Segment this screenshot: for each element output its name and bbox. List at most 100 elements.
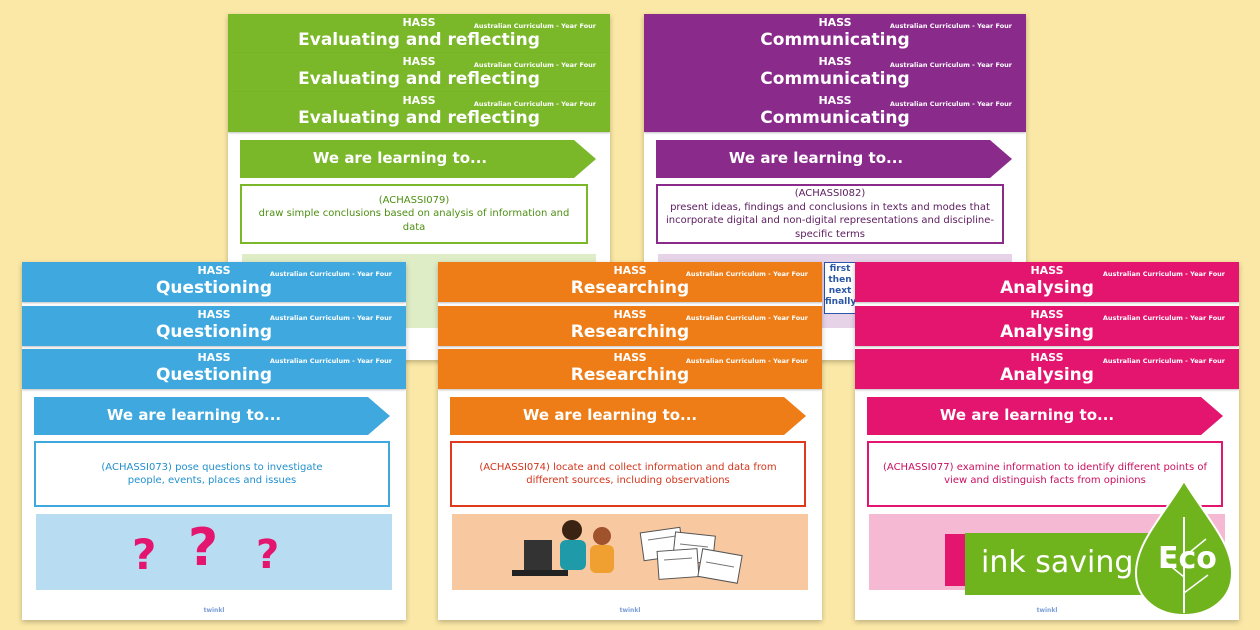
learning-banner-text: We are learning to... (522, 406, 698, 424)
hass-label: HASS (613, 351, 647, 364)
hass-label: HASS (197, 308, 231, 321)
curriculum-label: Australian Curriculum - Year Four (889, 100, 1012, 108)
learning-banner: We are learning to... (450, 397, 806, 435)
learning-banner: We are learning to... (34, 397, 390, 435)
hass-label: HASS (197, 351, 231, 364)
hass-label: HASS (818, 55, 852, 68)
curriculum-label: Australian Curriculum - Year Four (1102, 357, 1225, 365)
hass-label: HASS (818, 94, 852, 107)
image-area: ? ? ? (36, 514, 392, 590)
card-title: Researching (570, 322, 690, 342)
card-title: Evaluating and reflecting (298, 108, 540, 128)
card-title: Analysing (1000, 365, 1094, 385)
ink-saving-label: ink saving (981, 545, 1134, 580)
arrow-banner-shape (656, 140, 1012, 178)
card-title: Communicating (760, 108, 910, 128)
objective-box: (ACHASSI082) present ideas, findings and… (656, 184, 1004, 244)
curriculum-label: Australian Curriculum - Year Four (473, 100, 596, 108)
card-header: HASS Australian Curriculum - Year Four A… (855, 262, 1239, 302)
learning-banner-text: We are learning to... (728, 149, 904, 167)
curriculum-label: Australian Curriculum - Year Four (1102, 270, 1225, 278)
card-title: Analysing (1000, 322, 1094, 342)
hass-label: HASS (1030, 264, 1064, 277)
card-header: HASS Australian Curriculum - Year Four E… (228, 53, 610, 93)
word-finally: finally (825, 297, 857, 307)
card-title: Analysing (1000, 278, 1094, 298)
card-title: Researching (570, 278, 690, 298)
communicating-card: HASS Australian Curriculum - Year Four C… (644, 14, 1026, 360)
arrow-banner-shape (240, 140, 596, 178)
curriculum-label: Australian Curriculum - Year Four (473, 22, 596, 30)
arrow-banner-shape (450, 397, 806, 435)
card-header: HASS Australian Curriculum - Year Four Q… (22, 262, 406, 302)
ink-saving-banner: ink saving (965, 533, 1155, 595)
learning-banner: We are learning to... (867, 397, 1223, 435)
hass-label: HASS (197, 264, 231, 277)
sequence-words-card: first then next finally (824, 262, 856, 314)
hass-label: HASS (402, 94, 436, 107)
card-header: HASS Australian Curriculum - Year Four R… (438, 349, 822, 389)
hass-label: HASS (1030, 308, 1064, 321)
card-title: Evaluating and reflecting (298, 30, 540, 50)
word-then: then (828, 275, 852, 285)
curriculum-label: Australian Curriculum - Year Four (889, 61, 1012, 69)
objective-text: (ACHASSI077) examine information to iden… (883, 461, 1207, 487)
card-header: HASS Australian Curriculum - Year Four A… (855, 306, 1239, 346)
card-title: Questioning (155, 322, 273, 342)
card-header: HASS Australian Curriculum - Year Four Q… (22, 306, 406, 346)
objective-code: (ACHASSI079) (378, 194, 450, 206)
evaluating-card: HASS Australian Curriculum - Year Four E… (228, 14, 610, 360)
objective-box: (ACHASSI079) draw simple conclusions bas… (240, 184, 588, 244)
card-title: Researching (570, 365, 690, 385)
objective-text: draw simple conclusions based on analysi… (258, 208, 570, 233)
card-header: HASS Australian Curriculum - Year Four Q… (22, 349, 406, 389)
hass-label: HASS (402, 55, 436, 68)
card-header: HASS Australian Curriculum - Year Four E… (228, 92, 610, 132)
card-title: Questioning (155, 365, 273, 385)
objective-text: present ideas, findings and conclusions … (665, 201, 995, 240)
word-next: next (828, 286, 852, 296)
card-header: HASS Australian Curriculum - Year Four R… (438, 306, 822, 346)
objective-box: (ACHASSI074) locate and collect informat… (450, 441, 806, 507)
objective-box: (ACHASSI073) pose questions to investiga… (34, 441, 390, 507)
word-first: first (829, 264, 851, 274)
question-mark-icon: ? (188, 518, 219, 578)
eco-label: Eco (1158, 541, 1217, 576)
objective-text: (ACHASSI073) pose questions to investiga… (101, 461, 323, 487)
image-area (452, 514, 808, 590)
card-title: Evaluating and reflecting (298, 69, 540, 89)
hass-label: HASS (1030, 351, 1064, 364)
questioning-card: HASS Australian Curriculum - Year Four Q… (22, 262, 406, 620)
curriculum-label: Australian Curriculum - Year Four (1102, 314, 1225, 322)
card-header: HASS Australian Curriculum - Year Four C… (644, 53, 1026, 93)
hass-label: HASS (402, 16, 436, 29)
hass-label: HASS (613, 264, 647, 277)
curriculum-label: Australian Curriculum - Year Four (269, 357, 392, 365)
learning-banner-text: We are learning to... (106, 406, 282, 424)
curriculum-label: Australian Curriculum - Year Four (685, 357, 808, 365)
learning-banner: We are learning to... (240, 140, 596, 178)
objective-text: (ACHASSI074) locate and collect informat… (479, 461, 777, 487)
card-title: Communicating (760, 30, 910, 50)
eco-leaf-icon (1134, 479, 1234, 617)
learning-banner: We are learning to... (656, 140, 1012, 178)
curriculum-label: Australian Curriculum - Year Four (269, 314, 392, 322)
card-header: HASS Australian Curriculum - Year Four C… (644, 92, 1026, 132)
objective-code: (ACHASSI082) (794, 188, 866, 199)
card-header: HASS Australian Curriculum - Year Four A… (855, 349, 1239, 389)
curriculum-label: Australian Curriculum - Year Four (889, 22, 1012, 30)
researching-card: HASS Australian Curriculum - Year Four R… (438, 262, 822, 620)
learning-banner-text: We are learning to... (312, 149, 488, 167)
learning-banner-text: We are learning to... (939, 406, 1115, 424)
card-header: HASS Australian Curriculum - Year Four R… (438, 262, 822, 302)
hass-label: HASS (818, 16, 852, 29)
curriculum-label: Australian Curriculum - Year Four (685, 270, 808, 278)
card-header: HASS Australian Curriculum - Year Four C… (644, 14, 1026, 54)
twinkl-logo: twinkl (1036, 607, 1058, 614)
question-mark-icon: ? (256, 532, 280, 578)
curriculum-label: Australian Curriculum - Year Four (473, 61, 596, 69)
hass-label: HASS (613, 308, 647, 321)
card-header: HASS Australian Curriculum - Year Four E… (228, 14, 610, 54)
objective-box: (ACHASSI077) examine information to iden… (867, 441, 1223, 507)
question-mark-icon: ? (132, 530, 157, 579)
